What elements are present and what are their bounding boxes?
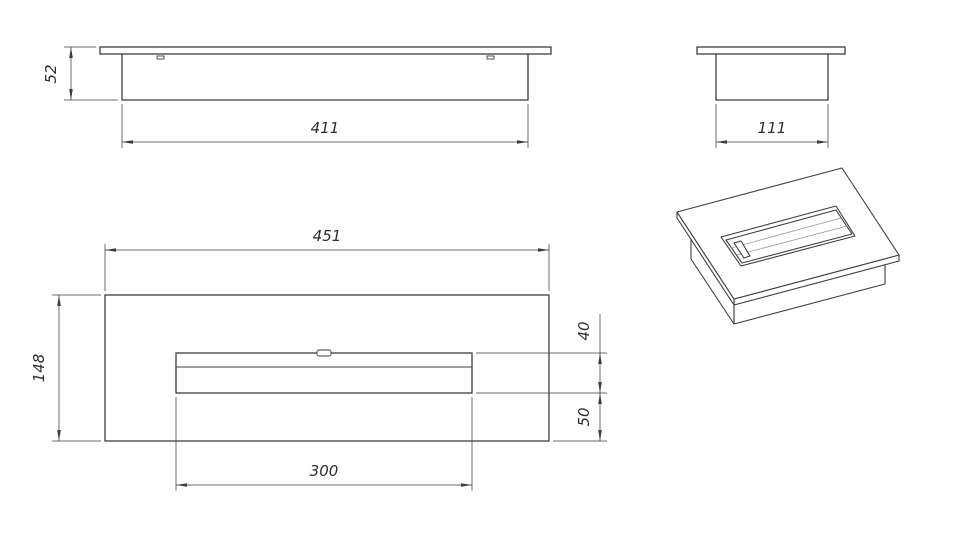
extension-lines [175, 397, 473, 491]
front-view [99, 46, 552, 101]
end-flange-plate [696, 46, 846, 55]
plan-overall-width-label: 451 [313, 227, 342, 245]
front-height-dimension: 52 [42, 46, 118, 101]
arrowheads [69, 47, 73, 100]
arrowheads [598, 353, 602, 393]
front-fastener-right [486, 55, 495, 60]
plan-bottom-offset-dimension: 50 [553, 393, 607, 442]
plan-burner-box [175, 352, 473, 394]
front-body-outline [121, 54, 529, 101]
front-width-label: 411 [311, 119, 340, 137]
plan-overall-width-dimension: 451 [104, 227, 550, 291]
plan-overall-depth-dimension: 148 [30, 294, 101, 442]
front-height-label: 52 [42, 64, 60, 83]
plan-bottom-offset-label: 50 [575, 407, 593, 426]
plan-slot-width-label: 300 [310, 462, 339, 480]
end-width-dimension: 111 [715, 104, 829, 148]
plan-slot-depth-dimension: 40 [476, 314, 607, 394]
iso-slot-grate-lines [730, 217, 848, 256]
end-width-label: 111 [758, 119, 787, 137]
extension-lines [715, 104, 829, 148]
extension-lines [64, 46, 118, 101]
end-view [696, 46, 846, 101]
plan-slot-width-dimension: 300 [175, 397, 473, 491]
end-body-outline [715, 54, 829, 101]
iso-slot-badge [733, 240, 751, 259]
extension-lines [476, 352, 607, 394]
plan-overall-depth-label: 148 [30, 354, 48, 383]
plan-view [104, 294, 550, 442]
front-fastener-left [156, 55, 165, 60]
front-flange-plate [99, 46, 552, 55]
arrowheads [598, 393, 602, 441]
plan-slot-depth-label: 40 [575, 321, 593, 340]
isometric-view [676, 167, 900, 325]
extension-lines [121, 104, 529, 148]
plan-filler-slot [316, 349, 332, 357]
front-width-dimension: 411 [121, 104, 529, 148]
extension-lines [104, 244, 550, 291]
extension-lines [52, 294, 101, 442]
